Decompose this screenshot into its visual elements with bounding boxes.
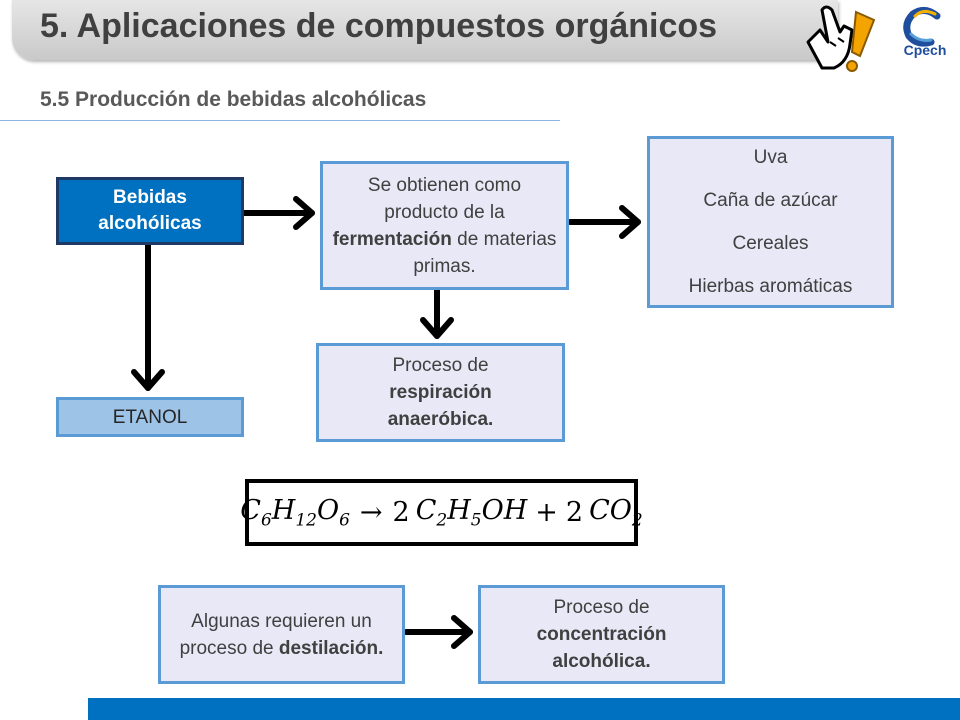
obtienen-text-bold: fermentación [332,228,452,250]
materia-item: Caña de azúcar [703,190,838,211]
destilacion-text-bold: destilación. [278,637,384,659]
section-subtitle: 5.5 Producción de bebidas alcohólicas [40,88,427,111]
respiracion-box: Proceso de respiración anaeróbica. [316,343,565,442]
concentracion-text-bold: concentración alcohólica. [536,624,667,672]
pointing-hand-icon [806,5,876,72]
etanol-box: ETANOL [56,397,244,437]
page-title: 5. Aplicaciones de compuestos orgánicos [40,7,718,45]
arrow-destilacion-to-concentracion [403,615,473,649]
destilacion-text-pre: Algunas requieren un proceso de [179,610,372,659]
equation-product1: C2H5OH [415,494,528,531]
respiracion-text-bold: respiración anaeróbica. [387,382,494,430]
exclamation-icon [850,10,876,58]
bebidas-box: Bebidas alcohólicas [56,177,244,245]
arrow-obtienen-to-respiracion [420,287,454,339]
equation-arrow: → [359,497,383,528]
obtienen-text-post: de materias primas. [413,228,557,277]
materia-item: Hierbas aromáticas [688,276,853,297]
logo-text: Cpech [903,42,947,58]
arrow-obtienen-to-materias [567,205,641,239]
respiracion-text-pre: Proceso de [392,355,489,376]
equation-reactant: C6H12O6 [240,494,350,531]
etanol-label: ETANOL [112,406,188,428]
obtienen-text: Se obtienen como producto de la fermenta… [332,172,558,280]
concentracion-text-pre: Proceso de [553,597,650,618]
obtienen-box: Se obtienen como producto de la fermenta… [320,161,569,290]
respiracion-text: Proceso de respiración anaeróbica. [346,352,536,433]
arrow-bebidas-to-obtienen [241,196,315,230]
cpech-logo [903,7,941,47]
destilacion-box: Algunas requieren un proceso de destilac… [158,585,405,684]
chemical-equation: C6H12O6 → 2 C2H5OH + 2 CO2 [240,479,643,546]
materia-item: Cereales [732,233,809,254]
concentracion-text: Proceso de concentración alcohólica. [507,594,697,675]
bottom-accent-bar [88,698,960,720]
obtienen-text-pre: Se obtienen como producto de la [367,174,522,223]
destilacion-text: Algunas requieren un proceso de destilac… [171,608,393,662]
bebidas-label: Bebidas alcohólicas [98,187,202,234]
equation-product2: CO2 [589,494,643,531]
subtitle-divider [0,120,560,121]
arrow-bebidas-to-etanol [131,242,165,391]
equation-coef2: 2 [565,497,584,528]
concentracion-box: Proceso de concentración alcohólica. [478,585,725,684]
materias-box: Uva Caña de azúcar Cereales Hierbas arom… [647,136,894,308]
equation-plus: + [535,497,558,528]
title-bar [12,0,838,60]
materia-item: Uva [753,147,788,168]
equation-coef1: 2 [392,497,410,528]
